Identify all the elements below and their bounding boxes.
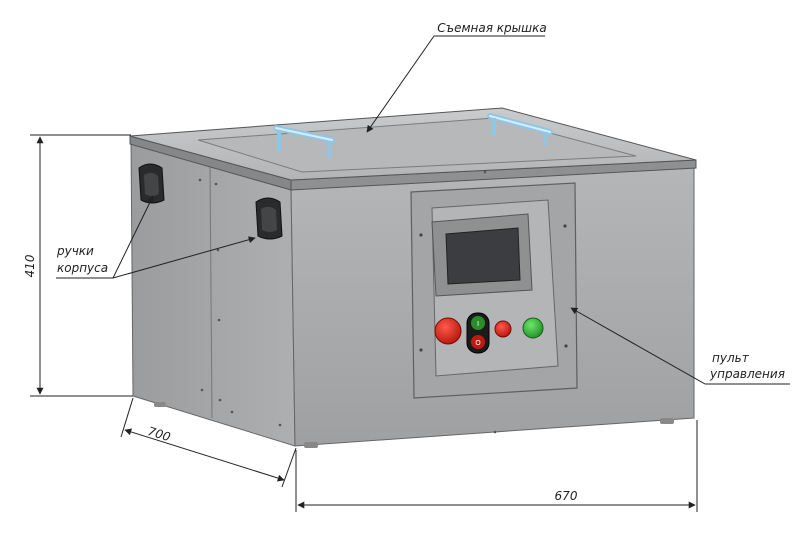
- dimension-depth-value: 700: [146, 424, 172, 444]
- case-handle-left: [138, 163, 165, 204]
- lid-handle-left: [273, 125, 335, 158]
- side-seam: [209, 164, 213, 419]
- panel-screws: [419, 224, 568, 352]
- green-indicator-button[interactable]: [522, 317, 544, 339]
- dimension-depth: [120, 397, 297, 488]
- foot: [304, 442, 318, 448]
- foot: [660, 418, 674, 424]
- red-indicator-button[interactable]: [494, 320, 512, 338]
- dimension-height-value: 410: [23, 254, 37, 277]
- lid-handle-right: [487, 113, 553, 146]
- dimension-height: [30, 134, 133, 397]
- rivets: [198, 170, 497, 434]
- callout-handles: [56, 195, 256, 279]
- callout-handles-label-line2: корпуса: [57, 261, 108, 275]
- callout-control-panel-label-line2: управления: [709, 367, 785, 381]
- case-handle-right: [255, 197, 283, 240]
- foot: [154, 402, 166, 407]
- on-off-button[interactable]: I O: [466, 312, 490, 354]
- callout-handles-label-line1: ручки: [56, 244, 94, 258]
- callout-lid: [366, 35, 545, 133]
- callout-control-panel-label-line1: пульт: [712, 351, 750, 365]
- display-screen[interactable]: [445, 227, 521, 285]
- lid-recess: [197, 117, 637, 173]
- callout-lid-label: Съемная крышка: [437, 21, 546, 35]
- dimension-width: [295, 420, 698, 512]
- dimension-width-value: 670: [555, 489, 578, 503]
- on-button-label: I: [477, 320, 479, 328]
- callout-control-panel: [570, 307, 790, 385]
- machine-body: I O: [129, 107, 697, 448]
- off-button-label: O: [475, 339, 481, 347]
- emergency-stop-button[interactable]: [434, 317, 462, 345]
